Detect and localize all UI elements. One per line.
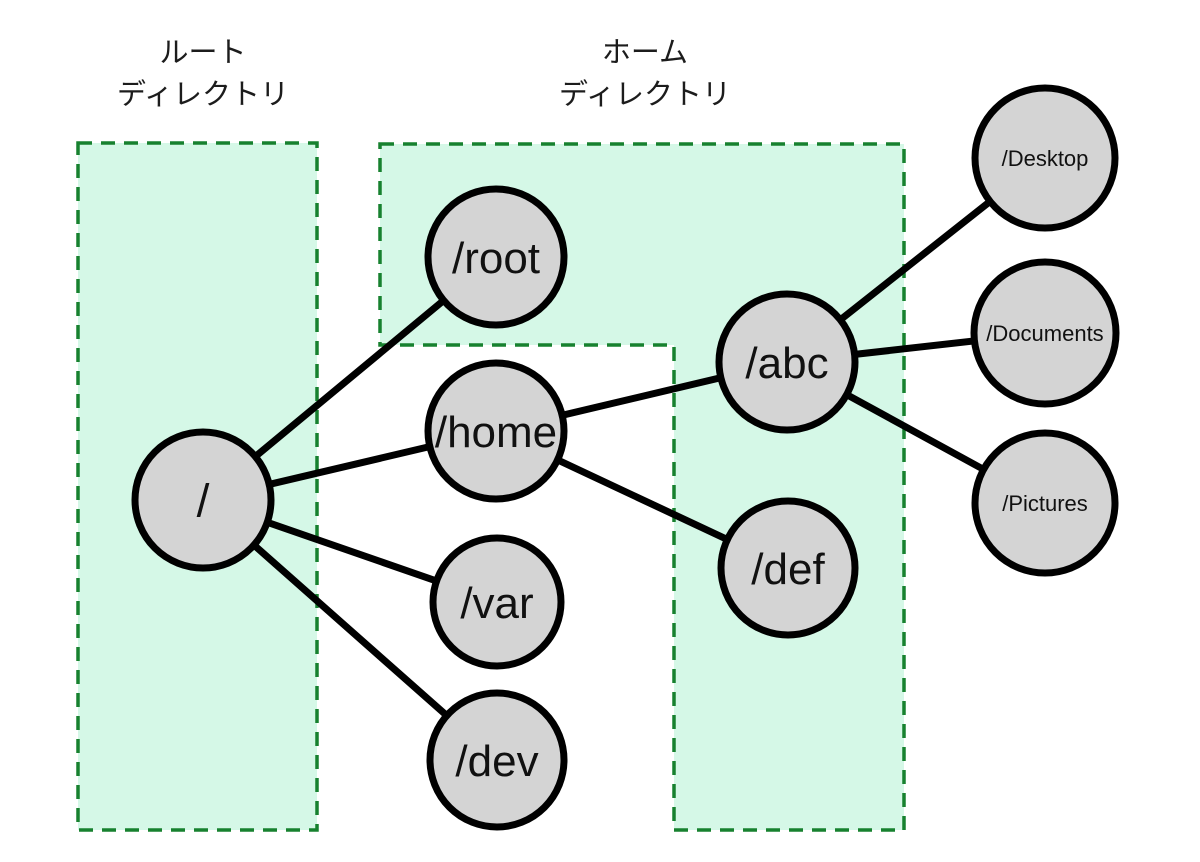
node-home-label: /home (435, 408, 557, 457)
node-abc: /abc (715, 290, 859, 434)
node-home-circle (424, 359, 568, 503)
node-dev-circle (426, 689, 568, 831)
node-desktop-circle (971, 84, 1119, 232)
node-root-label: /root (452, 234, 540, 283)
node-var: /var (429, 534, 565, 670)
node-pictures: /Pictures (971, 429, 1119, 577)
node-desktop: /Desktop (971, 84, 1119, 232)
home-directory-label-line2: ディレクトリ (559, 78, 731, 111)
node-slash: / (131, 428, 275, 572)
root-directory-label-line2: ディレクトリ (117, 78, 289, 111)
node-def: /def (717, 497, 859, 639)
home-directory-label-line1: ホーム (602, 37, 688, 69)
node-var-circle (429, 534, 565, 670)
node-abc-label: /abc (745, 339, 828, 388)
node-slash-label: / (197, 475, 210, 527)
node-pictures-circle (971, 429, 1119, 577)
node-def-label: /def (751, 545, 825, 594)
root-directory-label-line1: ルート (159, 37, 246, 69)
node-var-label: /var (460, 579, 533, 628)
node-def-circle (717, 497, 859, 639)
node-abc-circle (715, 290, 859, 434)
node-root: /root (424, 185, 568, 329)
node-desktop-label: /Desktop (1002, 146, 1089, 171)
node-documents: /Documents (970, 258, 1120, 408)
node-home: /home (424, 359, 568, 503)
node-slash-circle (131, 428, 275, 572)
node-root-circle (424, 185, 568, 329)
node-pictures-label: /Pictures (1002, 491, 1088, 516)
node-dev-label: /dev (455, 737, 538, 786)
node-dev: /dev (426, 689, 568, 831)
node-documents-circle (970, 258, 1120, 408)
node-documents-label: /Documents (986, 321, 1103, 346)
